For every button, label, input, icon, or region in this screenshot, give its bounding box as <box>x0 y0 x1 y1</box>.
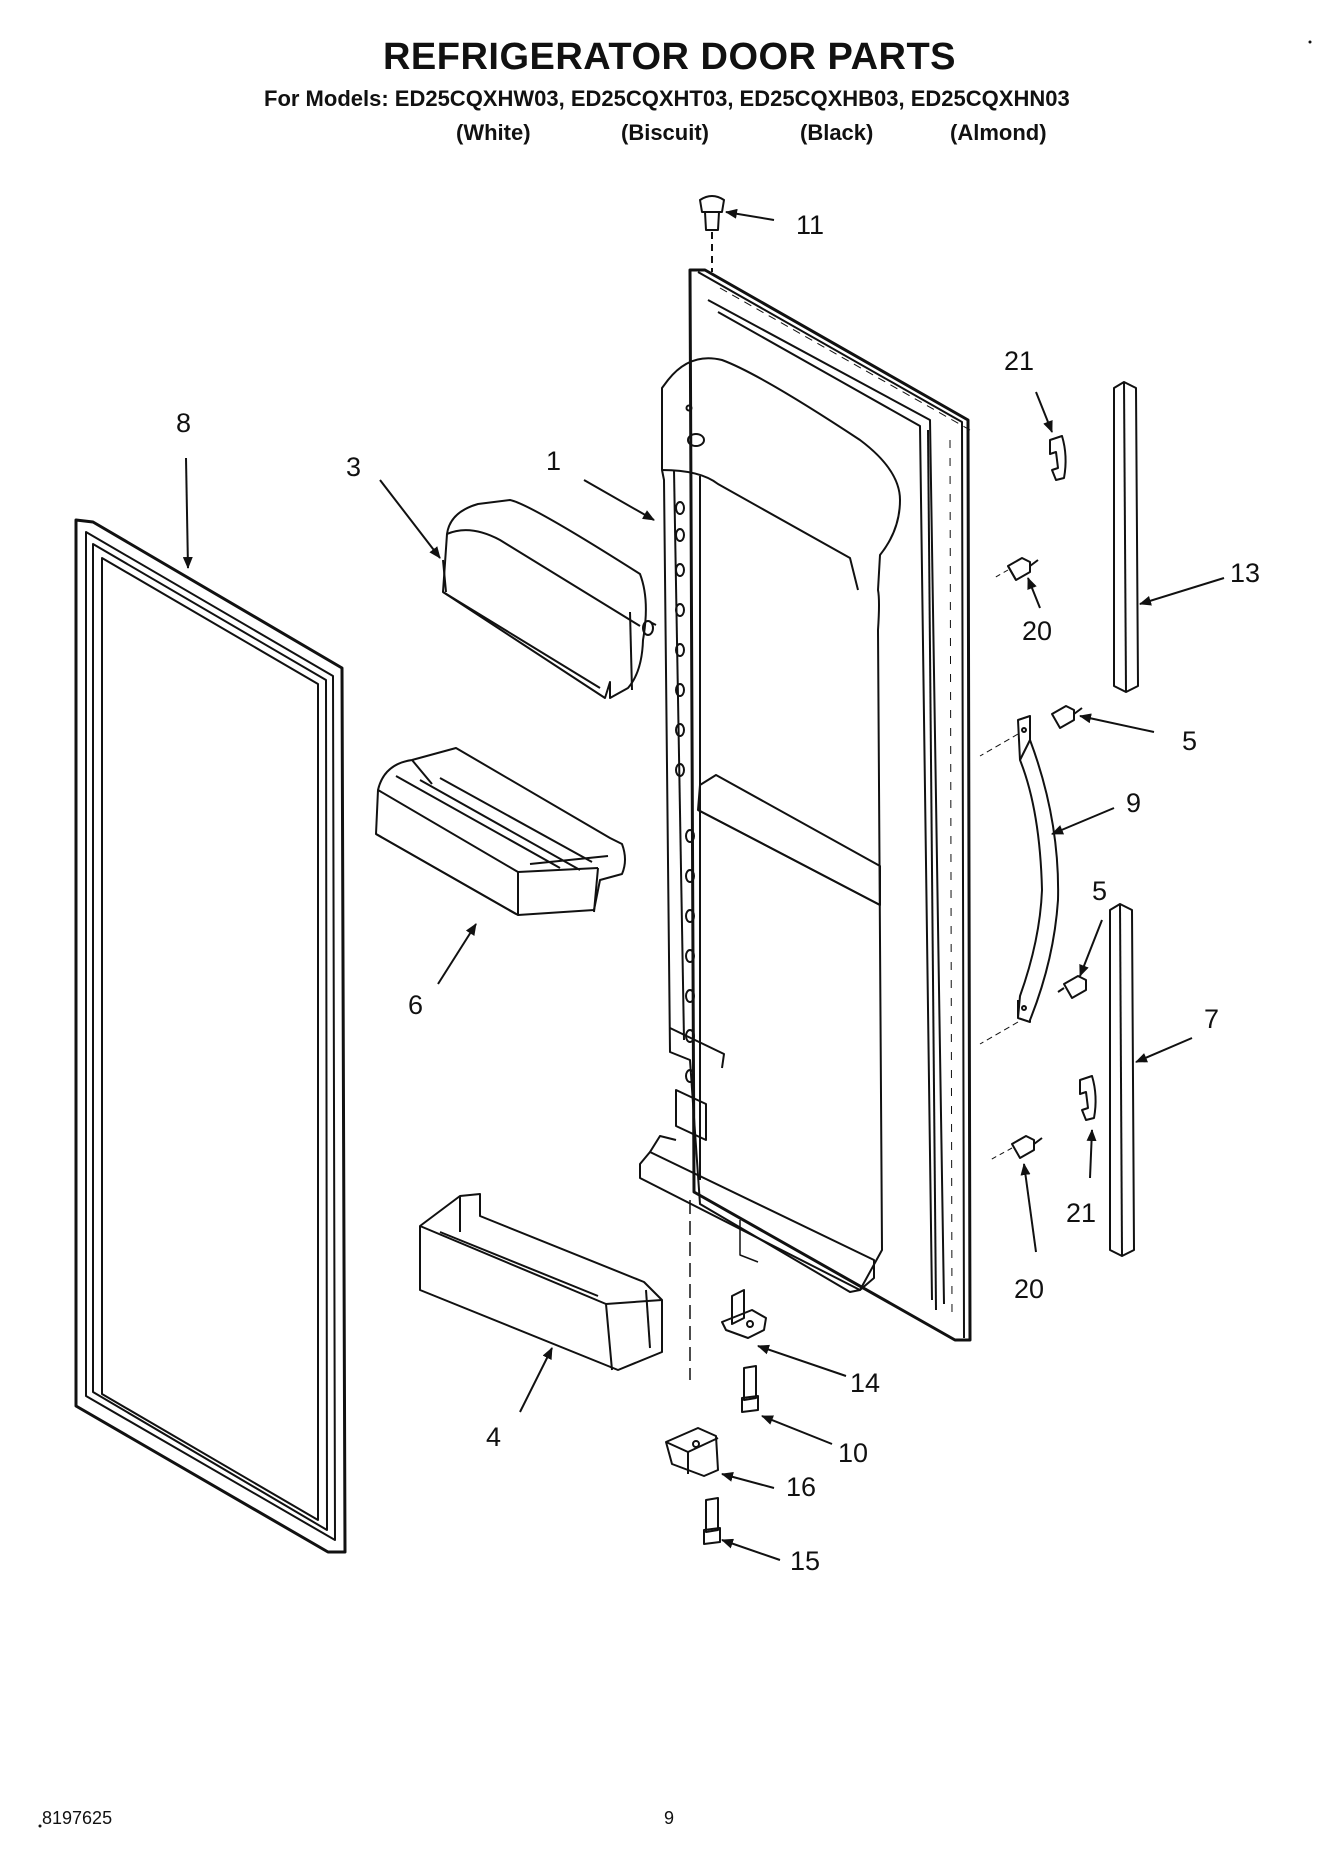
color-label-black: (Black) <box>800 120 874 145</box>
handle-screw-part-upper <box>979 705 1083 757</box>
callout-11: 11 <box>796 210 824 240</box>
color-label-white: (White) <box>456 120 531 145</box>
page-title: REFRIGERATOR DOOR PARTS <box>382 36 957 78</box>
door-gasket-part <box>74 518 347 1554</box>
top-bin-cover-part <box>442 499 657 699</box>
door-shelf-bar-part <box>419 1193 663 1371</box>
trim-clip-part-upper <box>1049 435 1067 481</box>
callout-numbers: 11 21 8 3 1 13 20 5 9 5 6 7 21 20 14 10 … <box>176 210 1260 1576</box>
lower-trim-strip-part <box>1109 903 1135 1257</box>
callout-3: 3 <box>346 452 361 482</box>
callout-4: 4 <box>486 1422 501 1452</box>
handle-screw-part-lower <box>979 975 1087 1045</box>
callout-16: 16 <box>786 1472 816 1502</box>
trim-screw-part-upper <box>993 557 1039 581</box>
callout-14: 14 <box>850 1368 880 1398</box>
callout-6: 6 <box>408 990 423 1020</box>
door-liner-part <box>639 268 972 1342</box>
doc-number: 8197625 <box>42 1808 113 1828</box>
trim-screw-part-lower <box>989 1135 1043 1161</box>
door-bin-part <box>375 747 626 916</box>
hinge-bolt-part <box>703 1497 721 1545</box>
callout-21-lower: 21 <box>1066 1198 1096 1228</box>
models-line: For Models: ED25CQXHW03, ED25CQXHT03, ED… <box>264 86 1070 111</box>
callout-20-upper: 20 <box>1022 616 1052 646</box>
callout-7: 7 <box>1204 1004 1219 1034</box>
callout-10: 10 <box>838 1438 868 1468</box>
callout-5-upper: 5 <box>1182 726 1197 756</box>
callout-21-upper: 21 <box>1004 346 1034 376</box>
top-trim-strip-part <box>1113 381 1139 693</box>
footer-mark <box>38 1824 42 1828</box>
callout-8: 8 <box>176 408 191 438</box>
shelf-holes <box>675 501 695 1083</box>
color-label-almond: (Almond) <box>950 120 1047 145</box>
hinge-cap-part <box>699 195 725 272</box>
trim-clip-part-lower <box>1079 1075 1097 1121</box>
callout-20-lower: 20 <box>1014 1274 1044 1304</box>
callout-15: 15 <box>790 1546 820 1576</box>
hinge-assembly <box>689 1200 767 1380</box>
color-label-biscuit: (Biscuit) <box>621 120 709 145</box>
hinge-screw-part <box>741 1365 759 1413</box>
corner-mark <box>1308 40 1312 44</box>
hinge-block-part <box>665 1427 719 1477</box>
door-handle-part <box>1017 715 1060 1023</box>
page-number: 9 <box>664 1808 675 1828</box>
callout-1: 1 <box>546 446 561 476</box>
callout-5-lower: 5 <box>1092 876 1107 906</box>
callout-9: 9 <box>1126 788 1141 818</box>
callout-13: 13 <box>1230 558 1260 588</box>
callout-arrows <box>182 208 1225 1561</box>
